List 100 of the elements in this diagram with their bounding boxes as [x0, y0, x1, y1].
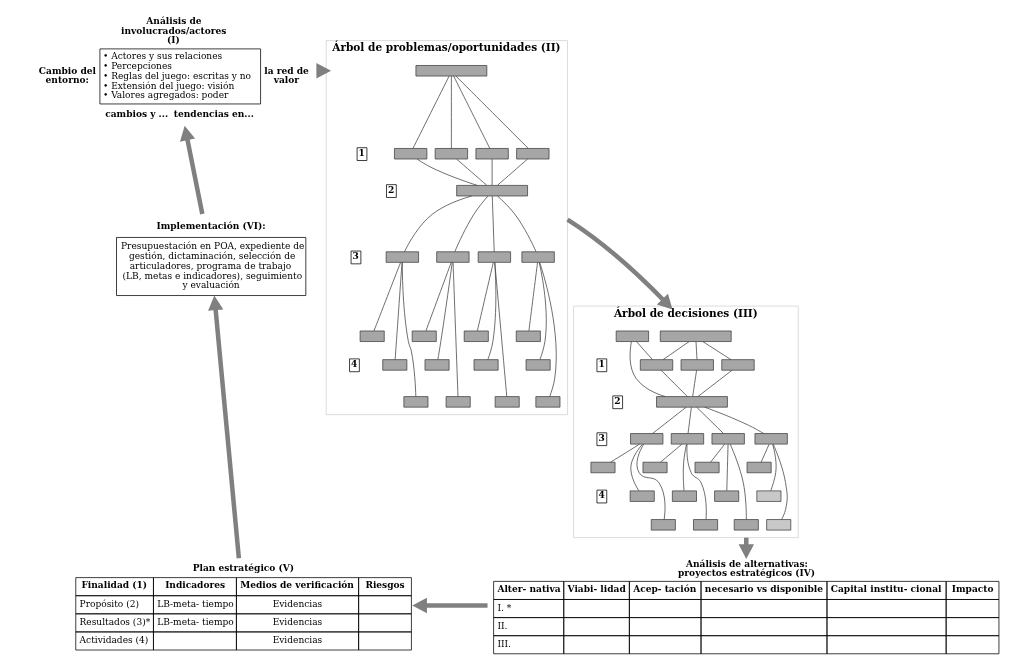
connector — [401, 262, 417, 397]
node-box — [721, 359, 755, 371]
connector — [453, 75, 491, 149]
label: 1 — [358, 147, 365, 158]
connector — [662, 341, 690, 360]
node-box — [694, 461, 720, 474]
connector — [729, 443, 747, 520]
node-box: Presupuestación en POA, expediente de gestión, dictaminación, selección de articuladores, programa de trabajo (LB, metas e indicadores), seguimiento y evaluación — [116, 237, 307, 296]
node-box — [473, 359, 499, 371]
connector — [660, 443, 683, 463]
node-box — [424, 359, 450, 371]
connector — [487, 262, 497, 360]
node-box: • Actores y sus relaciones • Percepciones • Reglas del juego: escritas y no • Extensión del juego: visión • Valores agregados: poder — [99, 48, 261, 105]
connector — [682, 444, 687, 492]
node-box — [463, 330, 489, 342]
node-box — [521, 251, 555, 263]
arrow — [208, 295, 242, 559]
node-box — [525, 359, 551, 371]
node-box — [475, 148, 509, 160]
node-label: Plan estratégico (V) — [192, 563, 295, 574]
node-box — [415, 65, 488, 77]
connector — [770, 443, 777, 491]
connector — [455, 75, 529, 149]
connector — [451, 75, 452, 149]
node-box — [590, 461, 616, 474]
node-box — [434, 148, 468, 160]
node-label: Análisis de alternativas: proyectos estratégicos (IV) — [678, 558, 816, 578]
connector — [528, 262, 538, 332]
node-box — [656, 396, 728, 408]
node-box — [733, 519, 759, 531]
node-box — [394, 148, 428, 160]
node-box — [403, 396, 429, 408]
connector — [697, 369, 733, 397]
connector — [477, 262, 494, 332]
connector — [772, 443, 788, 520]
connector — [373, 262, 401, 332]
node-box — [711, 433, 745, 445]
node-box — [642, 461, 668, 474]
connector — [412, 75, 450, 149]
node-box — [756, 490, 782, 502]
label: 2 — [614, 395, 621, 406]
node-box — [477, 251, 511, 263]
connector — [686, 443, 707, 520]
node-box — [515, 330, 541, 342]
node-box — [639, 359, 674, 371]
connector — [539, 262, 557, 397]
connector — [437, 262, 453, 360]
connector — [652, 406, 687, 434]
connector — [702, 341, 732, 360]
connector — [452, 262, 459, 397]
node-box — [659, 330, 732, 342]
label: 4 — [351, 358, 358, 369]
label: 2 — [388, 184, 395, 195]
node-box — [516, 148, 550, 160]
connector — [687, 406, 692, 434]
node-label: Análisis de involucrados/actores (I) — [121, 16, 227, 45]
connector — [692, 369, 697, 397]
connector — [710, 443, 725, 463]
node-box — [359, 330, 385, 342]
connector — [704, 406, 765, 434]
node-box — [766, 519, 792, 531]
connector — [660, 369, 688, 397]
node-label: Implementación (VI): — [156, 220, 266, 231]
connector — [497, 195, 537, 252]
connector — [404, 195, 472, 253]
node-box — [680, 359, 714, 371]
connector — [456, 158, 488, 186]
node-box — [494, 396, 520, 408]
label: 1 — [598, 358, 605, 369]
node-box — [754, 433, 788, 445]
node-box — [535, 396, 561, 408]
node-box — [672, 490, 697, 502]
node-box — [650, 519, 676, 531]
connector — [636, 443, 666, 520]
label: 3 — [598, 432, 605, 443]
arrow — [566, 217, 673, 310]
arrow — [180, 125, 205, 215]
node-box — [630, 433, 664, 445]
connector — [630, 444, 643, 492]
connector — [760, 443, 770, 463]
node-box — [436, 251, 470, 263]
node-box — [382, 359, 408, 371]
label: 3 — [352, 251, 359, 262]
connector — [494, 262, 508, 397]
label: 4 — [598, 490, 605, 501]
node-label: tendencias en... — [173, 109, 254, 120]
node-box — [456, 185, 528, 197]
connector — [726, 443, 729, 491]
connector — [610, 443, 640, 463]
connector — [491, 158, 493, 186]
node-label: cambios y ... — [105, 109, 169, 120]
connector — [425, 262, 452, 332]
connector — [636, 341, 653, 360]
connector — [491, 195, 495, 253]
node-label: Cambio del entorno: — [38, 65, 96, 85]
connector — [497, 158, 528, 186]
connector — [454, 195, 489, 253]
connector — [416, 158, 478, 186]
connector — [696, 406, 724, 434]
node-box — [629, 490, 655, 502]
